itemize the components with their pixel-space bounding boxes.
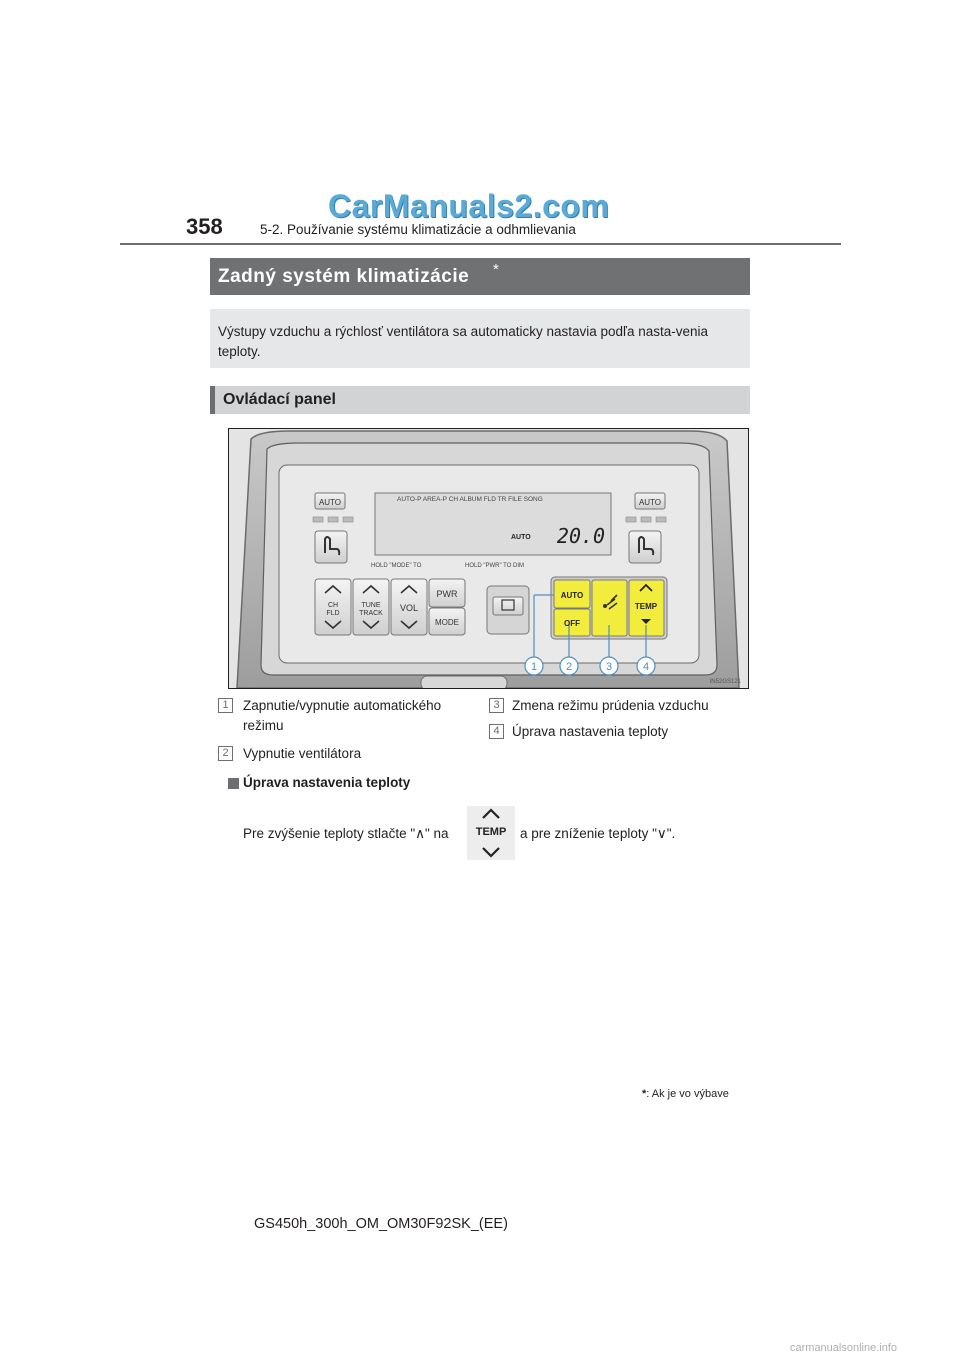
climate-off-label: OFF [564, 619, 580, 628]
legend-badge-3: 3 [489, 698, 504, 713]
legend-badge-1: 1 [218, 698, 233, 713]
main-heading: Zadný systém klimatizácie * [210, 258, 750, 295]
sub-heading: Ovládací panel [210, 386, 750, 414]
footnote-text: : Ak je vo výbave [646, 1088, 729, 1100]
temp-label: TEMP [635, 602, 658, 611]
temp-section-heading: Úprava nastavenia teploty [243, 775, 411, 790]
display-top-labels: AUTO-P AREA-P CH ALBUM FLD TR FILE SONG [397, 496, 543, 503]
intro-box: Výstupy vzduchu a rýchlosť ventilátora s… [210, 309, 750, 368]
temp-sentence-after: a pre zníženie teploty "∨". [520, 826, 676, 841]
watermark-bottom: carmanualsonline.info [790, 1342, 898, 1354]
control-panel-illustration: AUTO AUTO AUTO-P AREA-P CH ALBUM FLD TR … [228, 428, 749, 689]
sub-heading-text: Ovládací panel [223, 391, 336, 408]
control-panel-drawing: AUTO AUTO AUTO-P AREA-P CH ALBUM FLD TR … [229, 429, 748, 688]
image-code: IN52GS121 [710, 679, 742, 685]
temp-icon-label: TEMP [475, 826, 507, 838]
footnote-marker: * [642, 1088, 647, 1100]
legend-badge-2: 2 [218, 746, 233, 761]
display-hint-left: HOLD "MODE" TO [371, 563, 422, 569]
callout-4: 4 [643, 661, 649, 673]
legend-text-3: Zmena režimu prúdenia vzduchu [512, 698, 709, 713]
callout-3: 3 [606, 661, 612, 673]
pwr-label: PWR [437, 589, 458, 599]
watermark-logo: CarManuals2.com [328, 188, 610, 224]
intro-text: Výstupy vzduchu a rýchlosť ventilátora s… [218, 324, 709, 359]
callout-1: 1 [531, 661, 537, 673]
footnote: *: Ak je vo výbave [642, 1088, 729, 1100]
display-hint-right: HOLD "PWR" TO DIM [465, 563, 524, 569]
climate-auto-label: AUTO [561, 591, 584, 600]
temp-sentence-before: Pre zvýšenie teploty stlačte "∧" na [243, 826, 449, 841]
legend-badge-4: 4 [489, 724, 504, 739]
bullet-square [228, 778, 239, 789]
auto-right-label: AUTO [639, 498, 661, 507]
callout-2: 2 [566, 661, 572, 673]
legend-text-2: Vypnutie ventilátora [243, 746, 362, 761]
auto-left-label: AUTO [319, 498, 341, 507]
section-title: 5-2. Používanie systému klimatizácie a o… [260, 222, 576, 237]
temp-button-icon: TEMP [467, 806, 515, 860]
header-rule [120, 243, 841, 245]
legend-text-1: Zapnutie/vypnutie automatického režimu [243, 698, 442, 733]
vol-label: VOL [400, 603, 418, 613]
display-auto-indicator: AUTO [511, 534, 531, 541]
display-temperature: 20.0 [557, 524, 605, 548]
main-heading-text: Zadný systém klimatizácie [218, 266, 470, 287]
optional-equipment-marker: * [493, 261, 499, 278]
legend-text-4: Úprava nastavenia teploty [512, 724, 669, 739]
page-number: 358 [186, 214, 223, 239]
mode-label: MODE [435, 618, 459, 627]
footer-document-code: GS450h_300h_OM_OM30F92SK_(EE) [254, 1216, 508, 1232]
